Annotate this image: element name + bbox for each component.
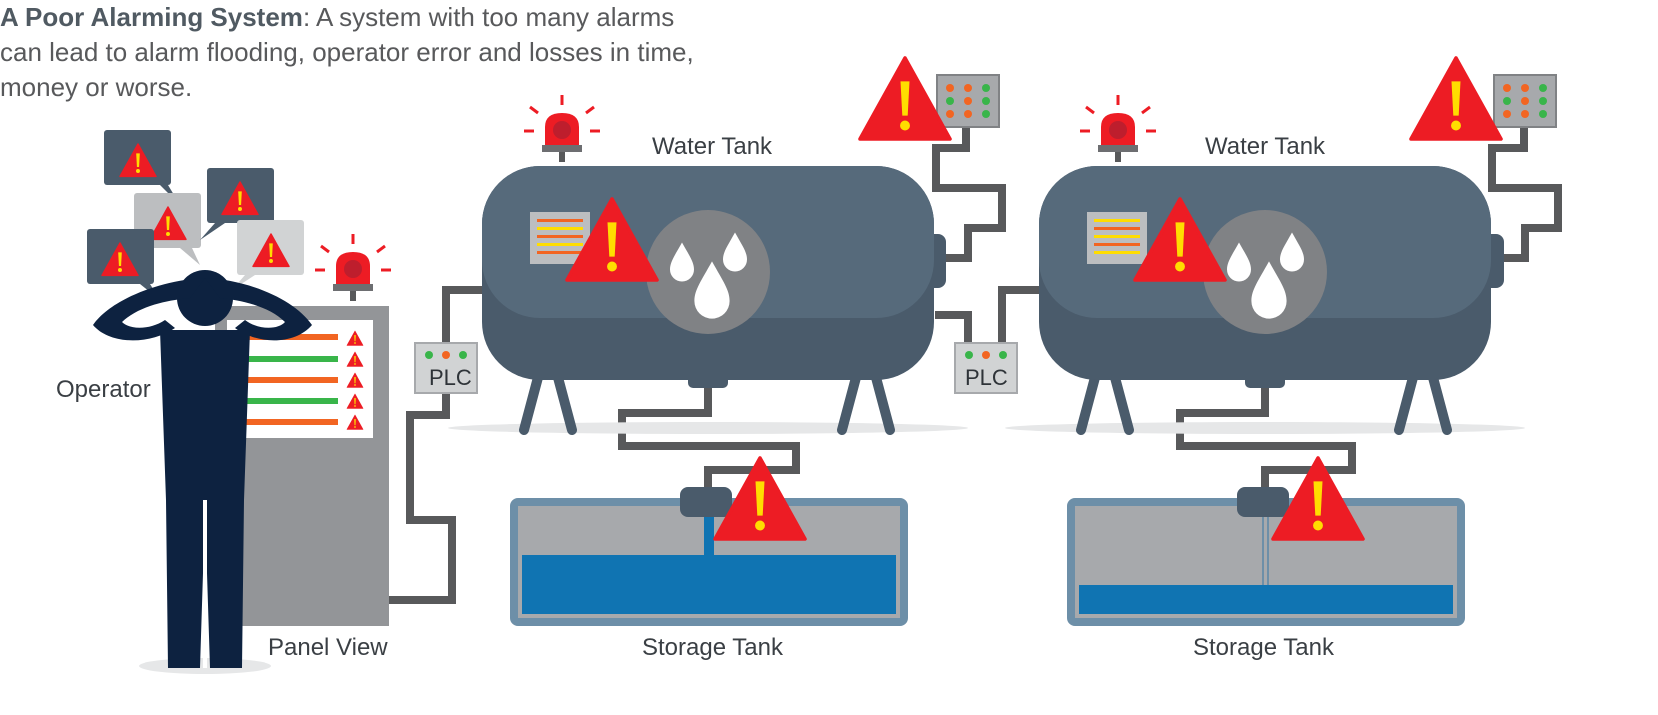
pipes (389, 125, 1562, 604)
caption-text: : A system with too many alarms can lead… (0, 2, 694, 102)
warning-triangle-icon (1409, 56, 1503, 141)
operator-figure (93, 270, 312, 674)
storage-tank-left-label: Storage Tank (642, 634, 784, 661)
storage-tank-right-label: Storage Tank (1193, 634, 1335, 661)
operator-thought-bubbles (87, 130, 304, 300)
plc-left: PLC (414, 342, 478, 394)
plc-right-label: PLC (965, 365, 1008, 390)
panel-view-label: Panel View (268, 634, 388, 661)
water-tank-right (1005, 166, 1525, 434)
caption: A Poor Alarming System: A system with to… (0, 0, 700, 105)
plc-left-label: PLC (429, 365, 472, 390)
storage-tank-right (1067, 456, 1465, 626)
water-tank-right-label: Water Tank (1205, 133, 1326, 160)
water-tank-left-label: Water Tank (652, 133, 773, 160)
beacon-light-icon (1078, 93, 1158, 164)
control-box-right (1493, 74, 1557, 128)
panel-view (215, 232, 393, 626)
caption-title: A Poor Alarming System (0, 2, 303, 32)
water-tank-left (448, 166, 968, 434)
operator-label: Operator (56, 376, 151, 403)
thought-bubble (232, 220, 304, 290)
storage-tank-left (510, 456, 908, 626)
plc-right: PLC (954, 342, 1018, 394)
control-box-left (936, 74, 1000, 128)
thought-bubble (200, 168, 274, 240)
beacon-light-icon (313, 232, 393, 303)
beacon-light-icon (522, 93, 602, 164)
